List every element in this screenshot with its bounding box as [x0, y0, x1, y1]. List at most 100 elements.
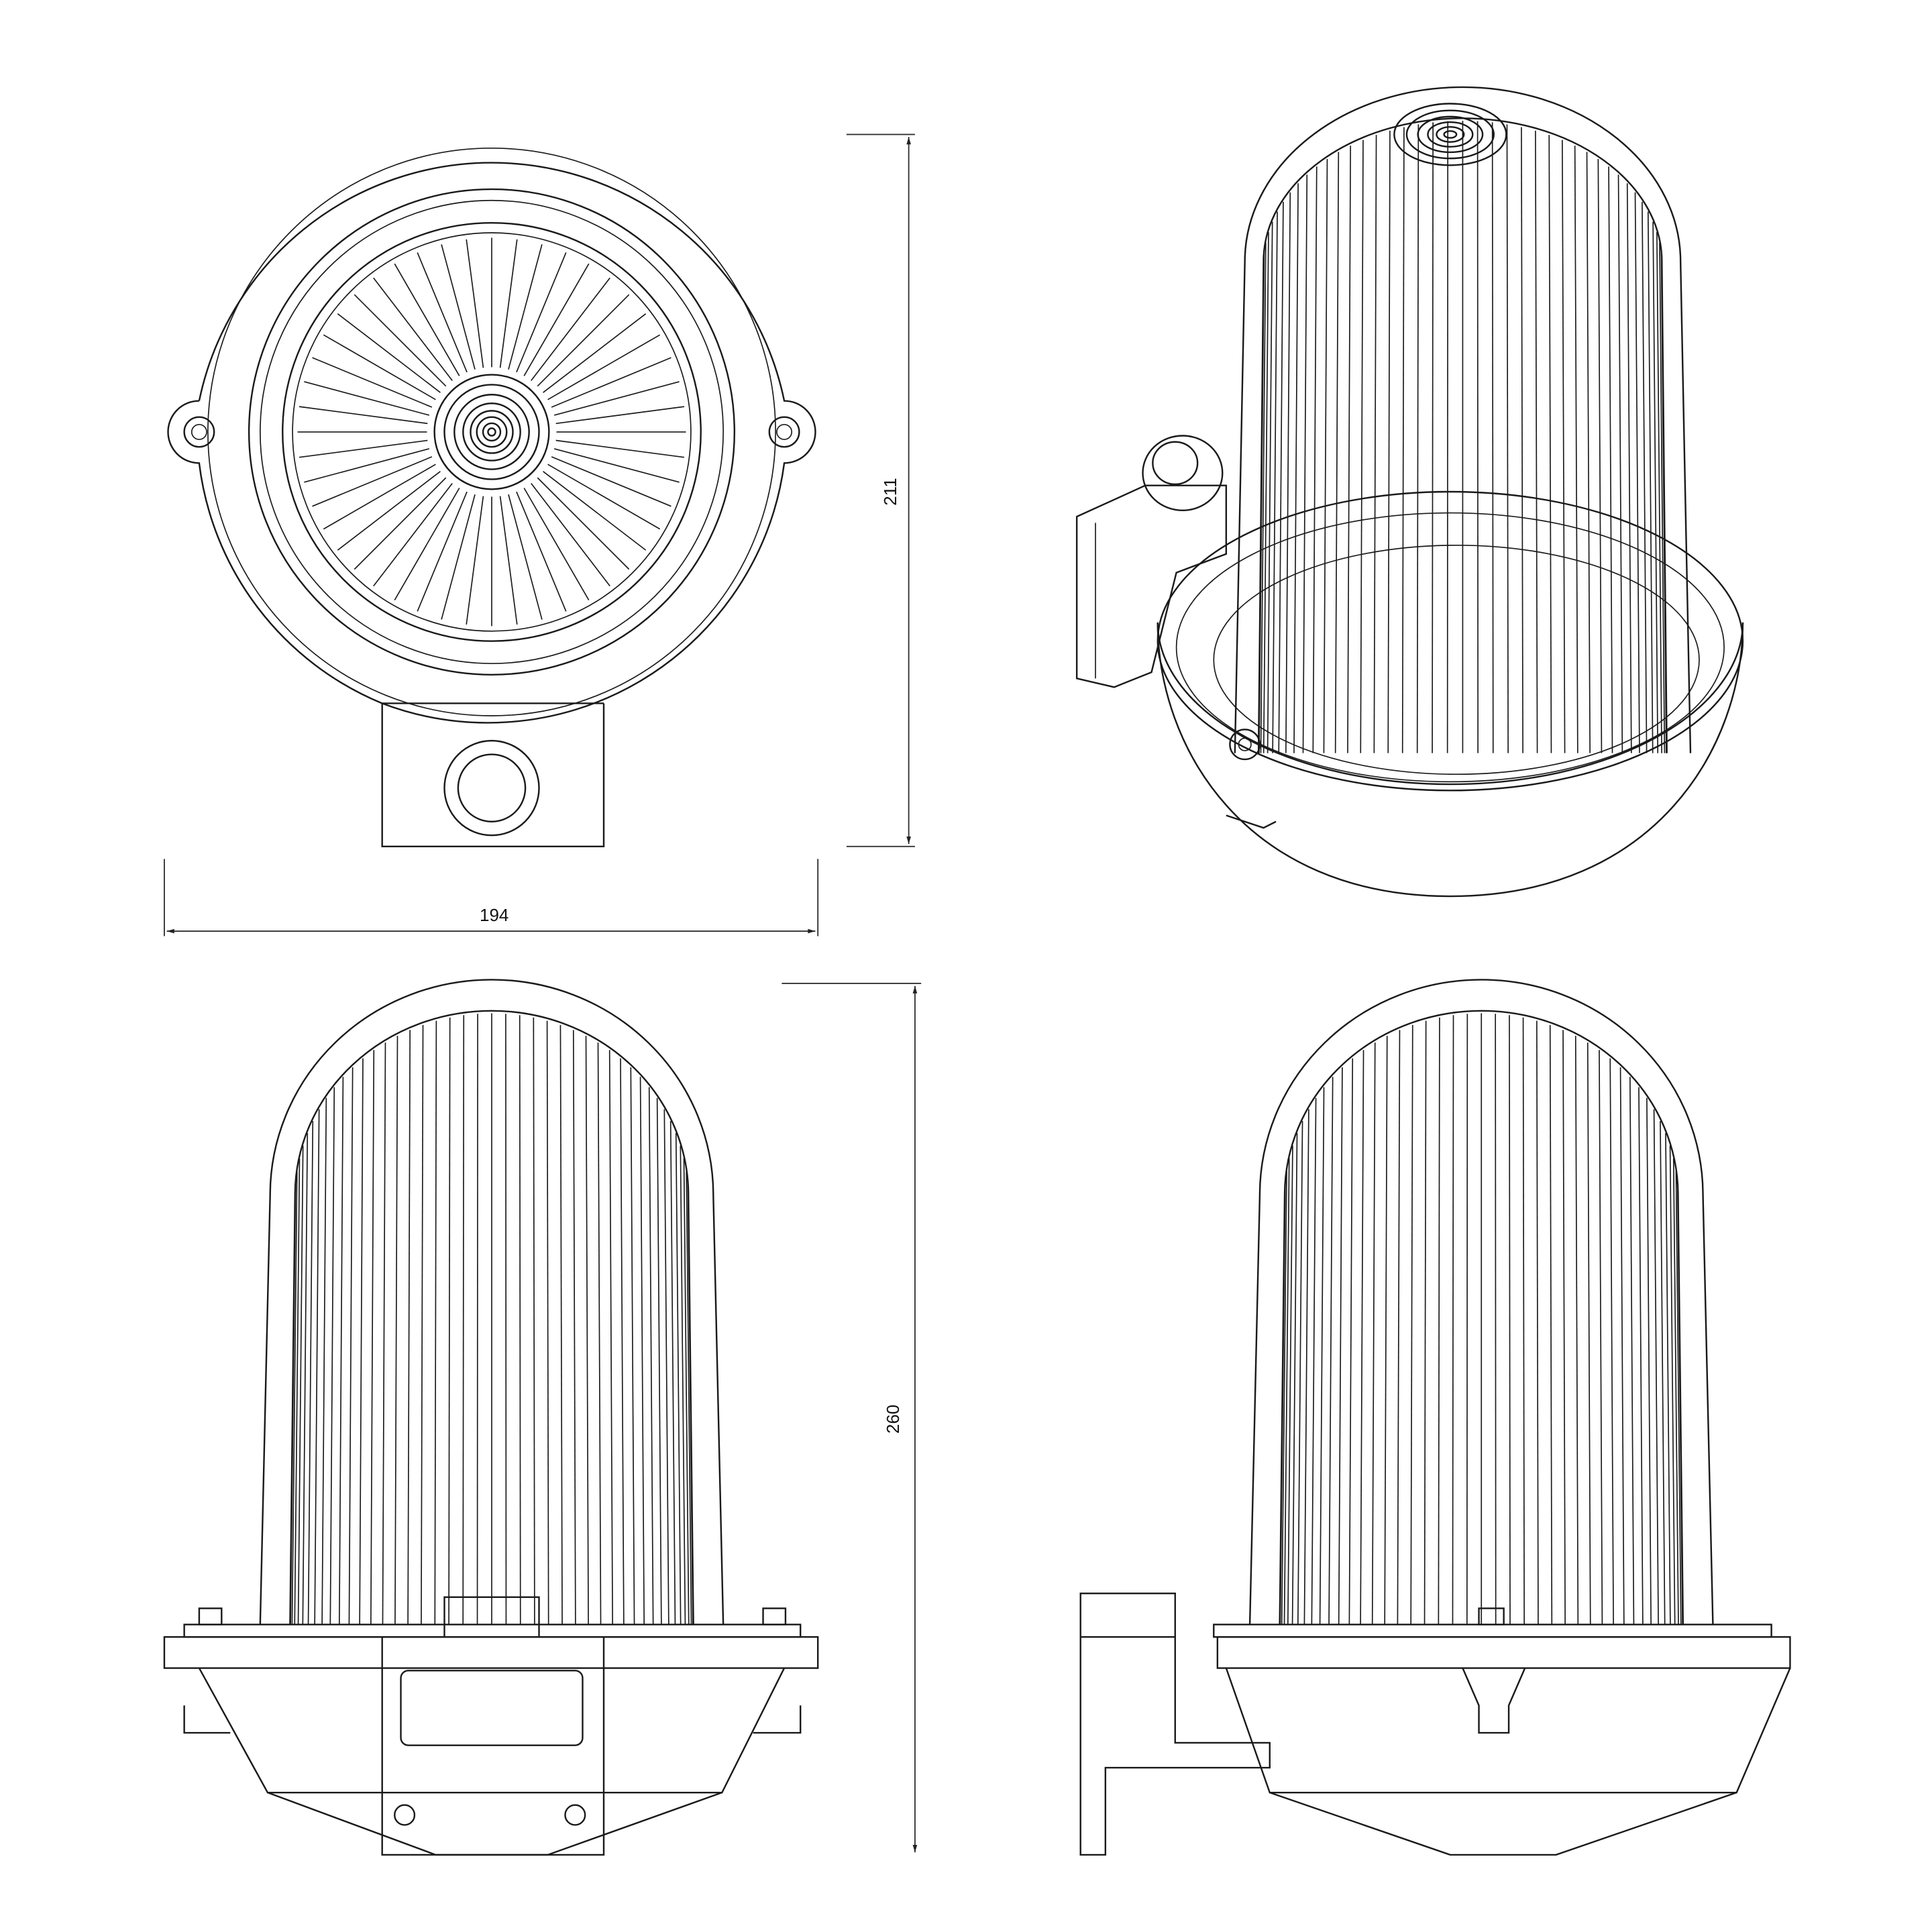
dome-rib [683, 1158, 690, 1625]
dome-rib [1287, 1145, 1293, 1625]
dome-rib [1438, 1017, 1440, 1625]
dome-rib [307, 1121, 314, 1625]
fin-line [499, 239, 518, 368]
dome-rib [297, 1145, 304, 1625]
hub-ring [482, 422, 502, 442]
ribbed-glass-dome [1234, 86, 1692, 753]
dome-rib [1629, 1077, 1635, 1625]
fin-line [323, 464, 436, 530]
fin-line [547, 334, 661, 400]
dome-rib [1432, 122, 1434, 753]
dimension-label-260: 260 [883, 1405, 903, 1434]
dome-rib [663, 1109, 669, 1625]
fin-line [543, 470, 647, 551]
dome-outline [1248, 979, 1714, 1625]
dome-rib [1278, 201, 1284, 753]
fin-line [547, 464, 661, 530]
dome-rib [1303, 1109, 1309, 1625]
dome-rib [1536, 1020, 1539, 1625]
hub-ring [443, 384, 540, 480]
dome-inner-outline [289, 1010, 694, 1625]
fin-line [508, 494, 543, 620]
dome-rib [359, 1058, 364, 1625]
fin-line [312, 357, 433, 408]
hub-ring [470, 410, 514, 454]
dome-rib [1535, 130, 1538, 753]
dome-rib [1360, 1050, 1364, 1625]
dome-rib [572, 1030, 576, 1625]
dome-rib [1323, 158, 1328, 753]
dome-rib [1642, 201, 1648, 753]
dome-rib [314, 1109, 320, 1625]
fin-line [373, 277, 453, 381]
fin-line [337, 470, 441, 551]
dome-rib [1272, 211, 1278, 753]
dome-rib [394, 1036, 398, 1625]
dome-rib [1371, 1042, 1376, 1625]
dome-rib [329, 1087, 335, 1625]
fin-line [312, 456, 433, 507]
dome-rib [620, 1058, 625, 1625]
fin-line [304, 448, 429, 483]
dome-rib [1647, 211, 1654, 753]
fin-line [299, 406, 428, 425]
ribbed-glass-dome [1248, 979, 1714, 1625]
front-view [167, 147, 816, 848]
dome-rib [533, 1017, 535, 1625]
dome-rib [1283, 1158, 1290, 1625]
dome-rib [1297, 1121, 1303, 1625]
dome-rib [1285, 192, 1291, 753]
hub-ring [476, 416, 508, 448]
dome-rib [1676, 1184, 1683, 1625]
dome-rib [1619, 1067, 1625, 1625]
dome-rib [1660, 253, 1667, 753]
dome-outline [1234, 86, 1692, 753]
fin-line [304, 381, 429, 416]
fin-line [394, 263, 460, 376]
dome-rib [1312, 166, 1318, 753]
dome-inner-outline [1279, 1010, 1684, 1625]
dome-rib [1521, 127, 1523, 753]
dome-rib [1347, 146, 1351, 753]
dome-rib [1634, 192, 1640, 753]
dimension-width-front: 194 [164, 859, 819, 936]
top-hub-ring [1427, 121, 1474, 148]
dome-outline [259, 979, 724, 1625]
dome-rib [1410, 1024, 1413, 1625]
dome-rib [407, 1030, 411, 1625]
dome-rib [1659, 242, 1666, 753]
fin-line [543, 313, 647, 393]
side-view-left [163, 979, 819, 1856]
fin-line [516, 491, 567, 612]
dome-rib [434, 1020, 437, 1625]
dome-rib [1548, 135, 1552, 753]
fin-line [537, 294, 630, 387]
dome-rib [1617, 174, 1623, 753]
dome-rib [1562, 1030, 1566, 1625]
dome-rib [462, 1015, 465, 1625]
fin-line [499, 496, 518, 625]
fin-line [373, 482, 453, 587]
dome-rib [1675, 1171, 1682, 1625]
fin-line [441, 244, 476, 370]
dome-rib [1267, 221, 1273, 753]
fin-line [508, 244, 543, 370]
dome-rib [1397, 1030, 1401, 1625]
dome-rib [559, 1024, 563, 1625]
fin-line [531, 277, 610, 381]
dome-rib [348, 1067, 354, 1625]
dome-rib [1495, 1014, 1497, 1625]
top-hub-ring [1436, 125, 1465, 143]
fin-line [441, 494, 476, 620]
dome-rib [546, 1020, 549, 1625]
dome-rib [1263, 231, 1269, 753]
dome-rib [1416, 124, 1419, 753]
fin-line [537, 477, 630, 570]
dome-rib [686, 1171, 692, 1625]
top-hub-ring [1417, 115, 1484, 154]
dome-rib [1311, 1097, 1317, 1625]
top-hub-ring [1443, 130, 1458, 139]
dome-rib [1574, 146, 1578, 753]
fin-line [553, 448, 680, 483]
dome-rib [1660, 1121, 1666, 1625]
